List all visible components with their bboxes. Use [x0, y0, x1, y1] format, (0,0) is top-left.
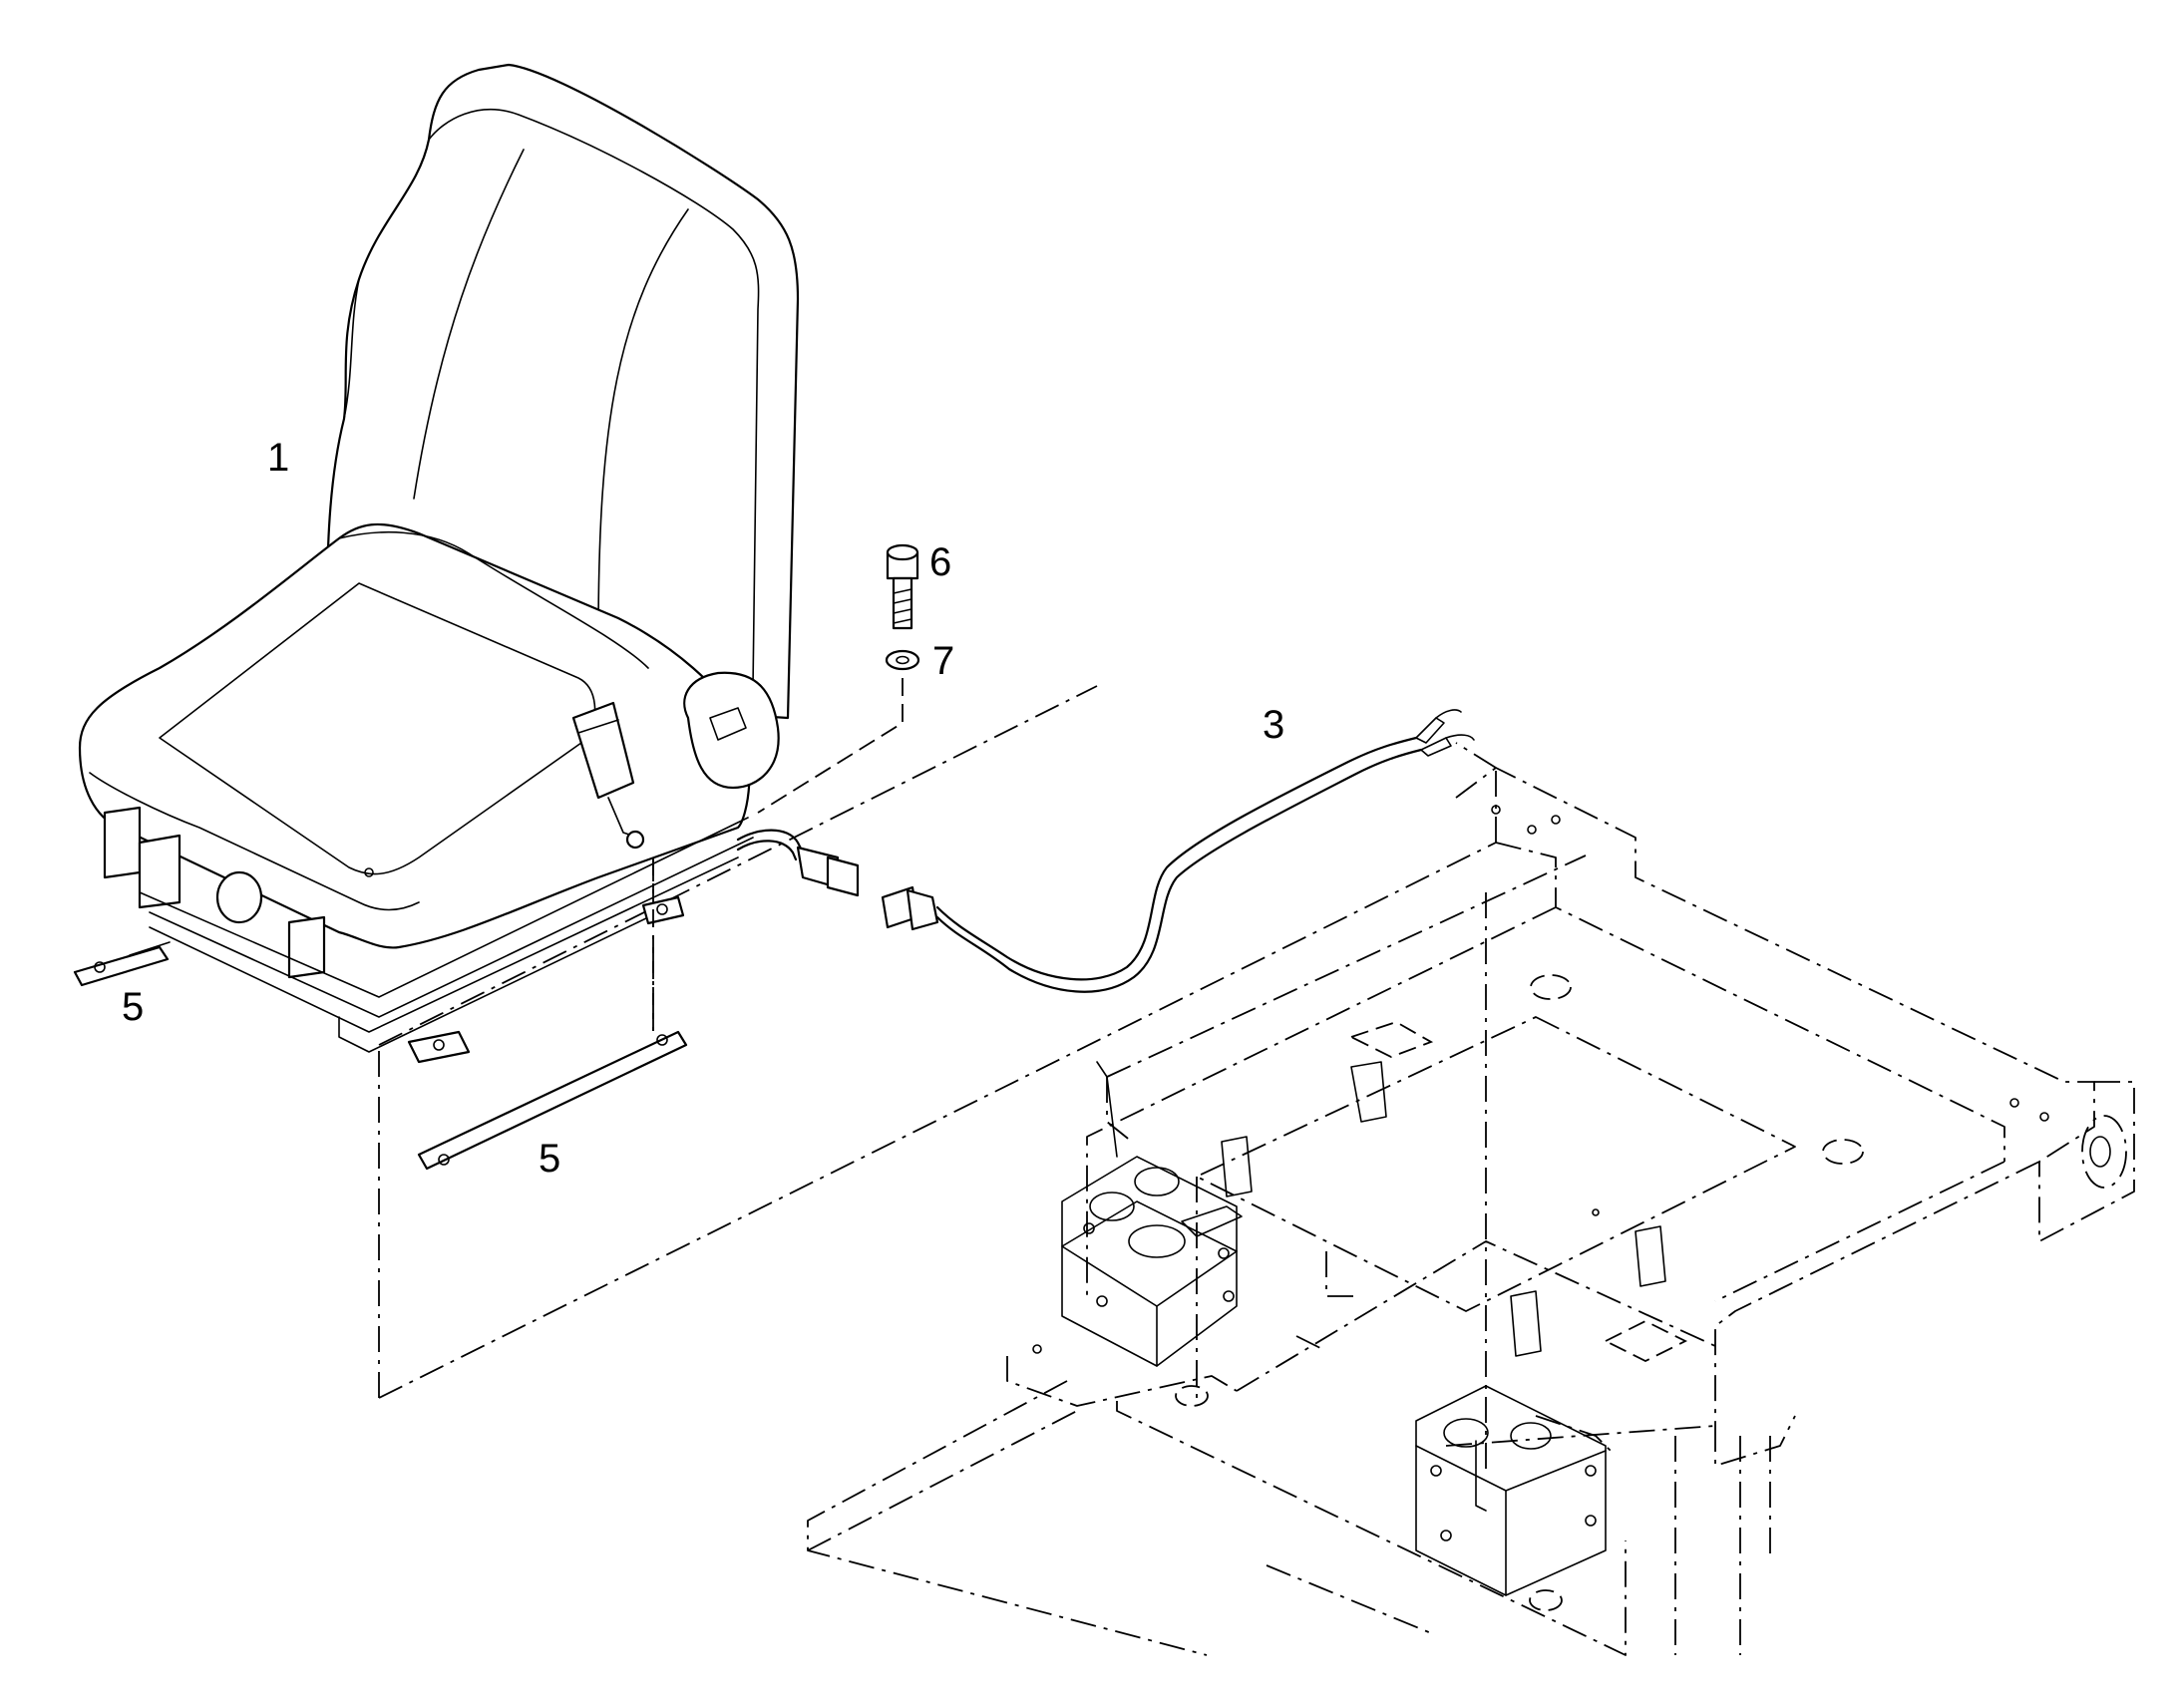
operator-seat: [78, 63, 800, 1064]
callout-washer: 7: [932, 639, 954, 683]
strap-left: [73, 941, 171, 987]
screw-center-line: [757, 678, 904, 814]
callout-seat: 1: [267, 436, 289, 480]
frame-bracket-right: [1350, 1061, 1666, 1596]
callout-strap-left: 5: [122, 985, 144, 1029]
cap-screw: [886, 543, 919, 630]
washer: [885, 649, 920, 671]
wiring-harness: [736, 709, 1475, 993]
machine-frame: [378, 685, 2135, 1656]
frame-bracket-left: [1061, 1061, 1253, 1367]
callout-strap-bottom: 5: [539, 1137, 560, 1181]
strap-bottom: [417, 1030, 688, 1171]
callout-harness: 3: [1263, 703, 1284, 747]
callout-screw: 6: [929, 540, 951, 584]
